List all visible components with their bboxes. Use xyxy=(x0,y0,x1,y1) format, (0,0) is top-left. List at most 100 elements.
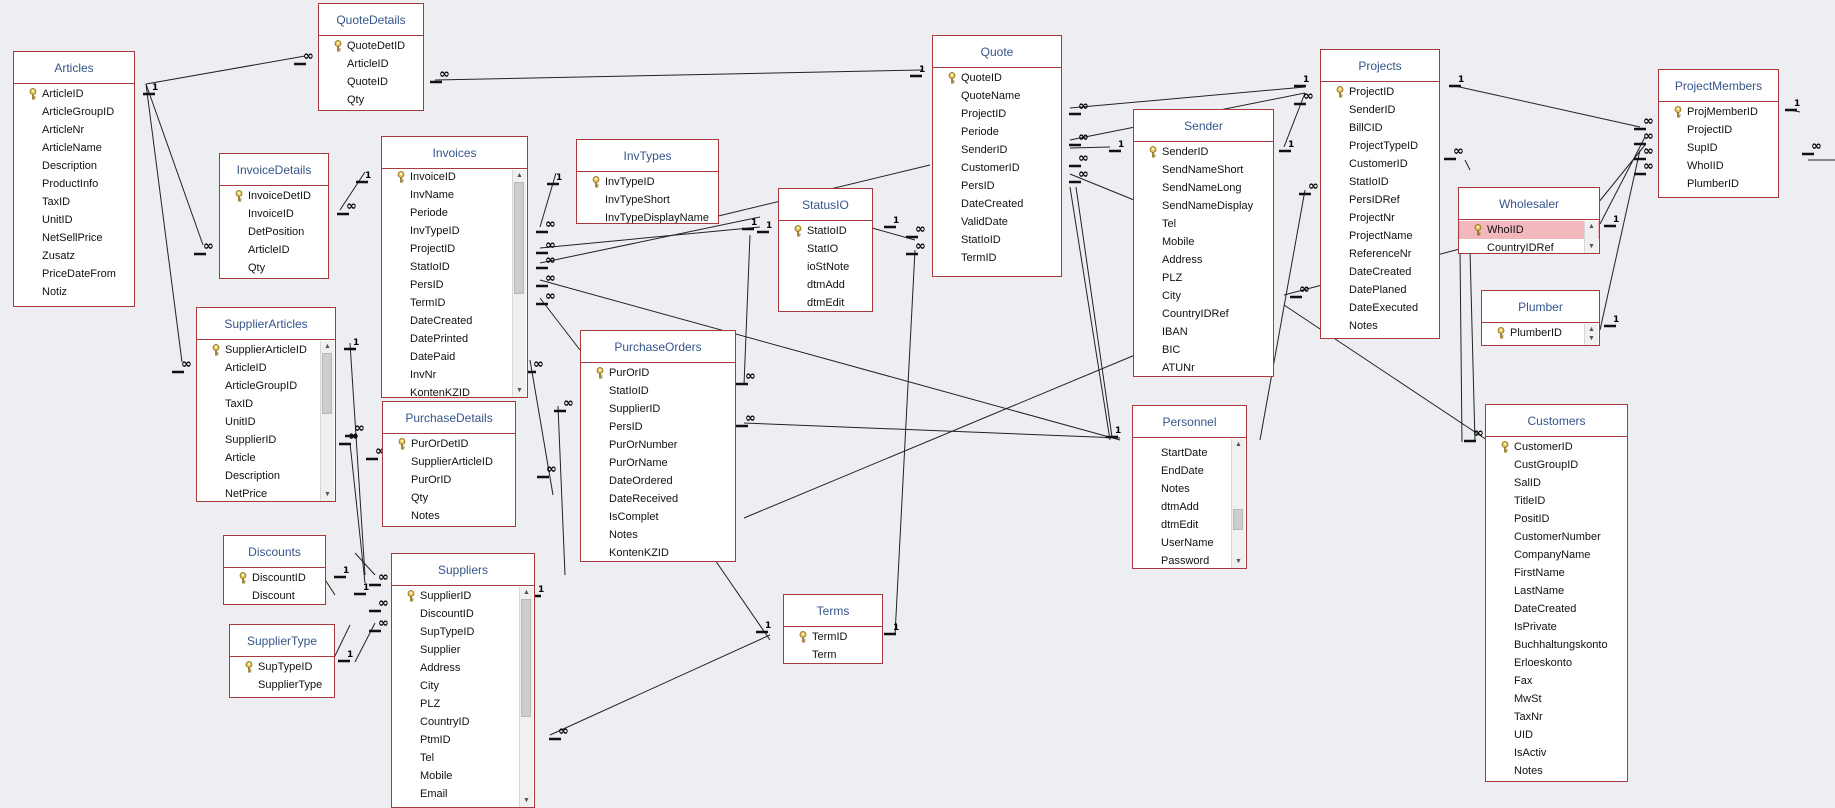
field-fax[interactable]: Fax xyxy=(1486,672,1627,690)
field-netsellprice[interactable]: NetSellPrice xyxy=(14,229,134,247)
field-notes[interactable]: Notes xyxy=(383,507,515,525)
field-persid[interactable]: PersID xyxy=(933,177,1061,195)
scroll-down-icon[interactable]: ▼ xyxy=(324,491,331,498)
field-billcid[interactable]: BillCID xyxy=(1321,119,1439,137)
field-plumberid[interactable]: PlumberID xyxy=(1482,324,1599,342)
field-countryid[interactable]: CountryID xyxy=(392,713,534,731)
field-senderid[interactable]: SenderID xyxy=(1134,143,1273,161)
table-title[interactable]: Projects xyxy=(1321,50,1439,82)
field-articlegroupid[interactable]: ArticleGroupID xyxy=(197,377,335,395)
table-title[interactable]: PurchaseOrders xyxy=(581,331,735,363)
table-plumber[interactable]: PlumberPlumberIDSenderID▲▼ xyxy=(1481,290,1600,346)
field-persid[interactable]: PersID xyxy=(382,276,527,294)
field-datereceived[interactable]: DateReceived xyxy=(581,490,735,508)
field-discountid[interactable]: DiscountID xyxy=(392,605,534,623)
field-username[interactable]: UserName xyxy=(1133,534,1246,552)
field-purorname[interactable]: PurOrName xyxy=(581,454,735,472)
field-termid[interactable]: TermID xyxy=(382,294,527,312)
field-invoiceid[interactable]: InvoiceID xyxy=(220,205,328,223)
relationship-line[interactable] xyxy=(1283,92,1306,148)
table-title[interactable]: Plumber xyxy=(1482,291,1599,323)
relationship-line[interactable] xyxy=(549,634,771,736)
field-dtmedit[interactable]: dtmEdit xyxy=(1133,516,1246,534)
field-kontenkzid[interactable]: KontenKZID xyxy=(382,384,527,397)
field-dtmedit[interactable]: dtmEdit xyxy=(779,294,872,311)
table-title[interactable]: Personnel xyxy=(1133,406,1246,438)
field-customerid[interactable]: CustomerID xyxy=(1486,438,1627,456)
field-articleid[interactable]: ArticleID xyxy=(197,359,335,377)
field-iban[interactable]: IBAN xyxy=(1134,323,1273,341)
field-invoicedetid[interactable]: InvoiceDetID xyxy=(220,187,328,205)
field-notes[interactable]: Notes xyxy=(581,526,735,544)
relationship-line[interactable] xyxy=(1469,249,1476,443)
relationship-line[interactable] xyxy=(1075,186,1113,438)
field-periode[interactable]: Periode xyxy=(933,123,1061,141)
scroll-down-icon[interactable]: ▼ xyxy=(523,797,530,804)
relationship-line[interactable] xyxy=(743,422,1121,439)
field-supplier[interactable]: Supplier xyxy=(392,641,534,659)
field-projectid[interactable]: ProjectID xyxy=(382,240,527,258)
table-title[interactable]: Quote xyxy=(933,36,1061,68)
field-atunr[interactable]: ATUNr xyxy=(1134,359,1273,376)
relationship-line[interactable] xyxy=(145,55,306,85)
field-datepaid[interactable]: DatePaid xyxy=(382,348,527,366)
field-erloeskonto[interactable]: Erloeskonto xyxy=(1486,654,1627,672)
field-termid[interactable]: TermID xyxy=(933,249,1061,267)
field-datecreated[interactable]: DateCreated xyxy=(382,312,527,330)
field-supplierid[interactable]: SupplierID xyxy=(197,431,335,449)
field-projectid[interactable]: ProjectID xyxy=(933,105,1061,123)
field-senderid[interactable]: SenderID xyxy=(933,141,1061,159)
field-web[interactable]: Web xyxy=(392,803,534,807)
field-customerid[interactable]: CustomerID xyxy=(933,159,1061,177)
field-dateexecuted[interactable]: DateExecuted xyxy=(1321,299,1439,317)
field-quoteid[interactable]: QuoteID xyxy=(933,69,1061,87)
field-dateplaned[interactable]: DatePlaned xyxy=(1321,281,1439,299)
field-purorid[interactable]: PurOrID xyxy=(581,364,735,382)
field-invname[interactable]: InvName xyxy=(382,186,527,204)
field-countryidref[interactable]: CountryIDRef xyxy=(1134,305,1273,323)
field-city[interactable]: City xyxy=(1134,287,1273,305)
field-ptmid[interactable]: PtmID xyxy=(392,731,534,749)
table-title[interactable]: Terms xyxy=(784,595,882,627)
relationship-line[interactable] xyxy=(1069,186,1111,441)
scroll-up-icon[interactable]: ▲ xyxy=(1235,441,1242,448)
field-unitid[interactable]: UnitID xyxy=(14,211,134,229)
scroll-up-icon[interactable]: ▲ xyxy=(1588,326,1595,333)
field-dateordered[interactable]: DateOrdered xyxy=(581,472,735,490)
field-enddate[interactable]: EndDate xyxy=(1133,462,1246,480)
field-sendnamelong[interactable]: SendNameLong xyxy=(1134,179,1273,197)
field-articleid[interactable]: ArticleID xyxy=(319,55,423,73)
field-termid[interactable]: TermID xyxy=(784,628,882,646)
field-iostnote[interactable]: ioStNote xyxy=(779,258,872,276)
field-supid[interactable]: SupID xyxy=(1659,139,1778,157)
field-invtypedisplayname[interactable]: InvTypeDisplayName xyxy=(577,209,718,223)
scroll-thumb[interactable] xyxy=(514,182,524,294)
field-sendnameshort[interactable]: SendNameShort xyxy=(1134,161,1273,179)
field-quotedetid[interactable]: QuoteDetID xyxy=(319,37,423,55)
field-isprivate[interactable]: IsPrivate xyxy=(1486,618,1627,636)
field-datecreated[interactable]: DateCreated xyxy=(1486,600,1627,618)
table-personnel[interactable]: PersonnelJobTitleStartDateEndDateNotesdt… xyxy=(1132,405,1247,569)
field-articlename[interactable]: ArticleName xyxy=(14,139,134,157)
table-title[interactable]: StatusIO xyxy=(779,189,872,221)
field-statioid[interactable]: StatIoID xyxy=(1321,173,1439,191)
field-supplierid[interactable]: SupplierID xyxy=(581,400,735,418)
field-statioid[interactable]: StatIoID xyxy=(779,222,872,240)
field-lastname[interactable]: LastName xyxy=(1486,582,1627,600)
relationship-line[interactable] xyxy=(1259,189,1306,441)
relationship-line[interactable] xyxy=(434,69,923,81)
field-discountid[interactable]: DiscountID xyxy=(224,569,325,587)
field-description[interactable]: Description xyxy=(14,157,134,175)
